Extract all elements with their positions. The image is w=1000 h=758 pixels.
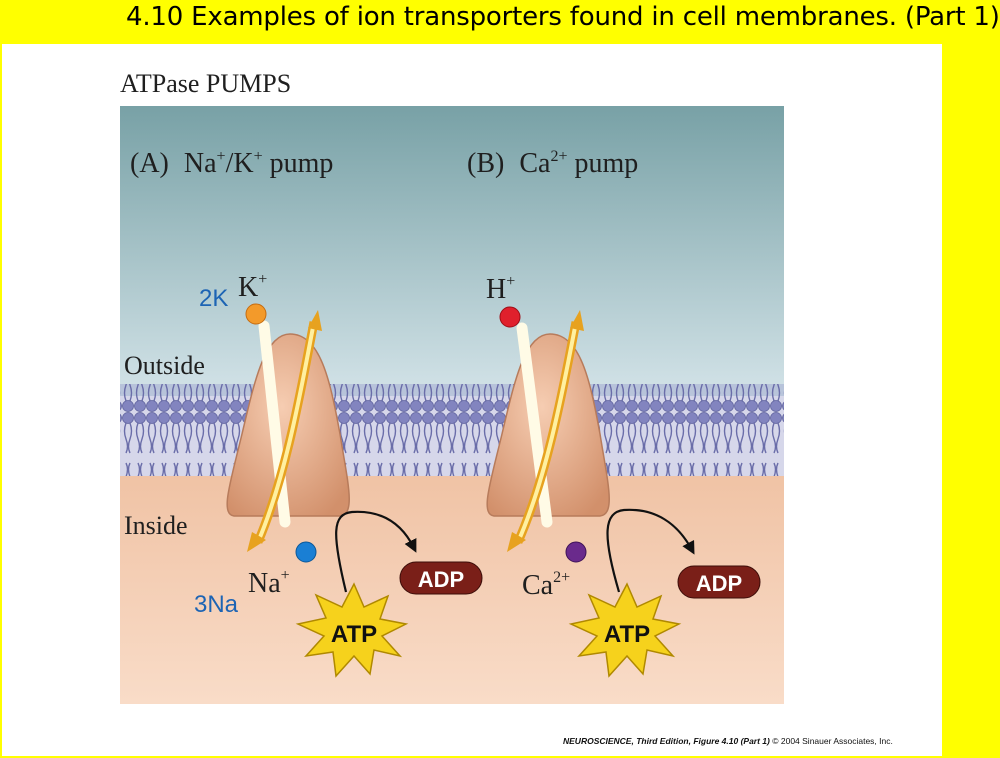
adp-pill-b	[677, 565, 761, 599]
influx-arrowhead-b	[507, 532, 526, 552]
pump-a: K+ 2K Na+ 3Na ATP ADP	[194, 271, 483, 678]
atp-to-adp-arrow-b	[606, 508, 695, 593]
ca-ion-label: Ca2+	[522, 569, 570, 601]
figure-heading: ATPase PUMPS	[120, 69, 291, 98]
adp-pill-a	[399, 561, 483, 595]
pump-b: H+ Ca2+ ATP ADP	[486, 273, 761, 678]
adp-label-a: ADP	[418, 567, 464, 592]
inside-label: Inside	[124, 511, 188, 540]
efflux-arrow-a	[258, 320, 291, 528]
atp-burst-a	[295, 582, 409, 678]
k-ion-icon	[245, 303, 267, 325]
diagram-canvas: ATPase PUMPS (A) Na+/K+ pump (B) Ca2+ pu…	[120, 69, 784, 704]
outside-region	[120, 106, 784, 396]
influx-arrowhead-a	[247, 532, 266, 552]
credit-source: NEUROSCIENCE, Third Edition, Figure 4.10…	[563, 736, 770, 746]
na-count-label: 3Na	[194, 591, 239, 618]
pump-b-title: (B) Ca2+ pump	[467, 148, 638, 179]
lipid-bilayer-tint	[120, 384, 784, 476]
atp-label-a: ATP	[331, 621, 377, 648]
atp-label-b: ATP	[604, 621, 650, 648]
h-ion-label: H+	[486, 273, 515, 305]
atp-burst-b	[568, 582, 682, 678]
slide-title: 4.10 Examples of ion transporters found …	[126, 2, 1000, 32]
adp-label-b: ADP	[696, 571, 742, 596]
figure-panel: ATPase PUMPS (A) Na+/K+ pump (B) Ca2+ pu…	[2, 44, 942, 756]
k-ion-label: K+	[238, 271, 267, 303]
k-count-label: 2K	[199, 285, 228, 312]
ca-ion-icon	[565, 541, 587, 563]
outside-label: Outside	[124, 351, 205, 380]
figure-credit: NEUROSCIENCE, Third Edition, Figure 4.10…	[563, 736, 893, 746]
na-ion-icon	[295, 541, 317, 563]
h-ion-icon	[499, 306, 521, 328]
efflux-arrow-b	[516, 322, 553, 528]
na-ion-label: Na+	[248, 567, 290, 599]
lipid-bilayer	[120, 384, 784, 476]
pump-a-title: (A) Na+/K+ pump	[130, 148, 333, 179]
atp-to-adp-arrow-a	[335, 510, 417, 593]
credit-copyright: © 2004 Sinauer Associates, Inc.	[769, 736, 893, 746]
